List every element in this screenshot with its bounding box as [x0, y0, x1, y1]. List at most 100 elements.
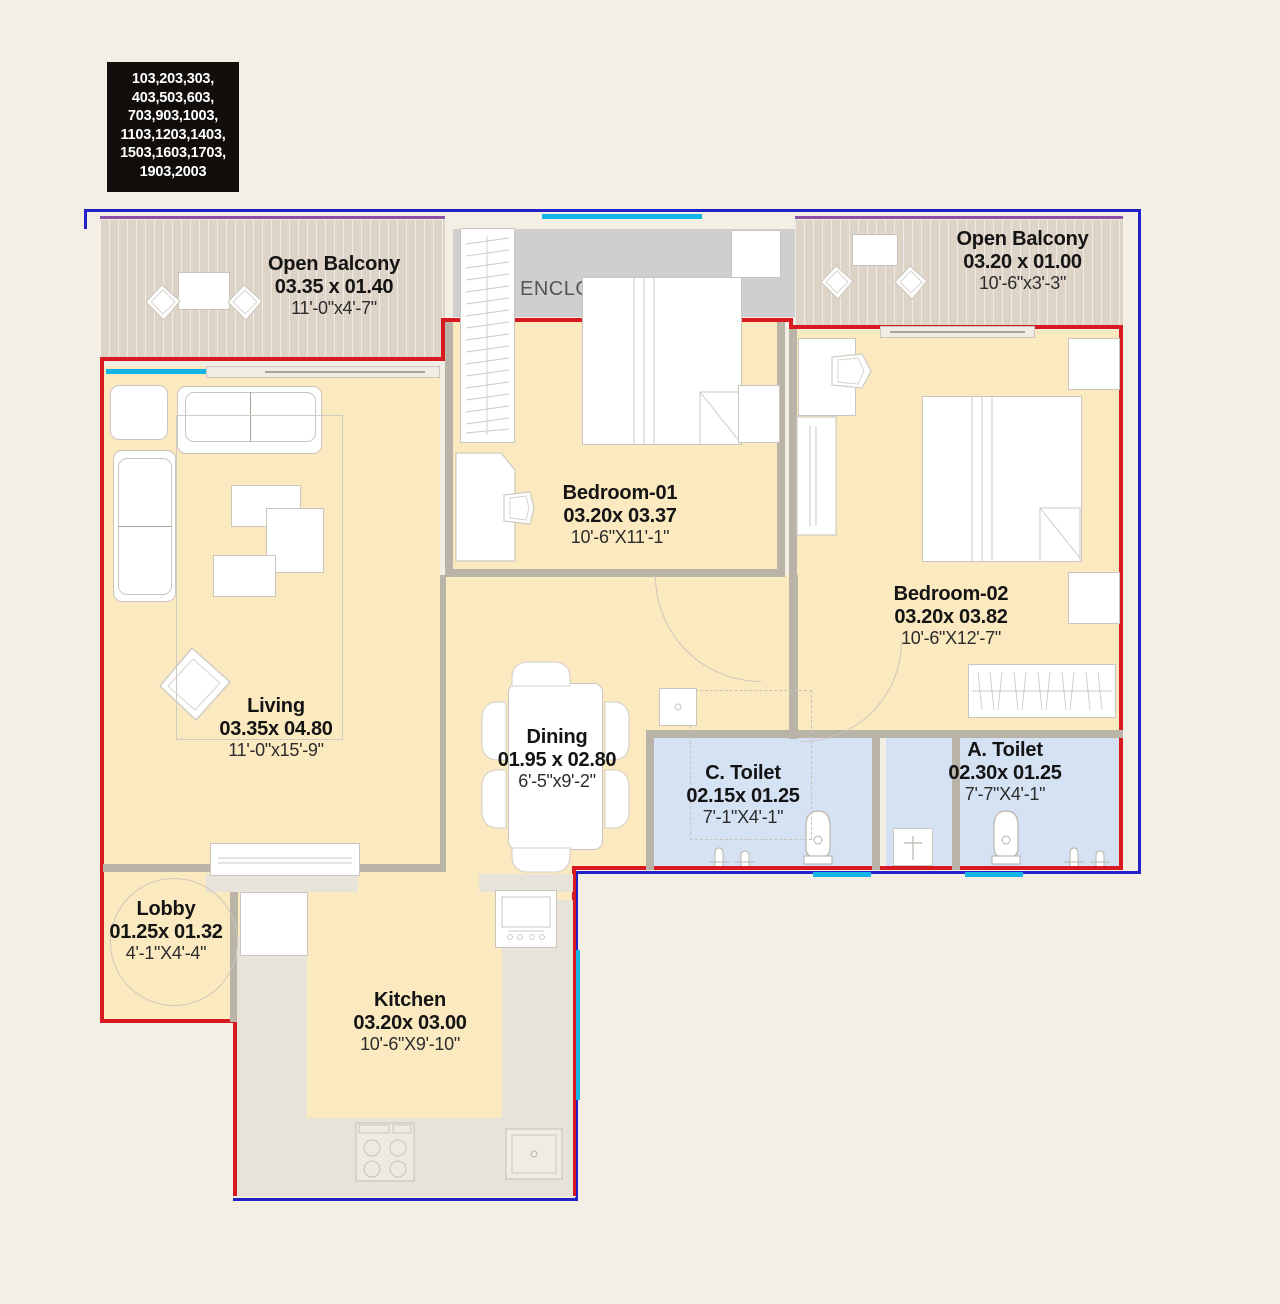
- room-name: A. Toilet: [967, 739, 1043, 761]
- label-dining: Dining 01.95 x 02.80 6'-5"x9'-2": [462, 726, 652, 792]
- room-name: Bedroom-01: [562, 482, 678, 504]
- unit-tag-line: 1503,1603,1703,: [120, 145, 226, 161]
- balcony-chair-right-2: [894, 265, 928, 300]
- room-imperial: 10'-6"X11'-1": [570, 527, 670, 548]
- wall-balcony-right-left: [789, 318, 793, 329]
- bedroom-02-desk-chair: [831, 353, 872, 389]
- kitchen-cooktop: [355, 1122, 415, 1182]
- wall-right-outer: [1119, 325, 1123, 870]
- balcony-chair-left-2: [227, 284, 263, 321]
- enclosure-window: [542, 214, 702, 219]
- bedroom-01-desk-chair: [503, 491, 535, 525]
- partition-bedroom-01-left: [445, 322, 453, 577]
- kitchen-sink: [505, 1128, 563, 1180]
- boundary-line-left-upper: [84, 209, 87, 229]
- label-attached-toilet: A. Toilet 02.30x 01.25 7'-7"X4'-1": [910, 739, 1100, 805]
- balcony-chair-right-1: [820, 265, 854, 300]
- living-coffee-table-3: [213, 555, 276, 597]
- living-sofa-divider: [250, 392, 251, 442]
- living-accent-chair: [159, 646, 231, 722]
- room-imperial: 7'-1"X4'-1": [702, 807, 784, 828]
- room-imperial: 11'-0"x15'-9": [228, 740, 324, 761]
- bedroom-02-bed-detail: [971, 396, 1081, 562]
- room-metric: 03.35x 04.80: [219, 718, 333, 741]
- boundary-line-bottom: [233, 1198, 578, 1201]
- living-side-table: [110, 385, 168, 440]
- balcony-railing-right: [795, 216, 1123, 219]
- unit-tag-line: 1103,1203,1403,: [120, 126, 226, 143]
- lobby-door-swing: [110, 878, 238, 1006]
- passage-niche: [659, 688, 697, 726]
- boundary-line-top: [84, 209, 1141, 212]
- label-bedroom-02: Bedroom-02 03.20x 03.82 10'-6"X12'-7": [855, 583, 1047, 649]
- label-common-toilet: C. Toilet 02.15x 01.25 7'-1"X4'-1": [648, 762, 838, 828]
- kitchen-window-block: [240, 892, 308, 956]
- unit-tag-line: 103,203,303,: [131, 71, 215, 87]
- label-kitchen: Kitchen 03.20x 03.00 10'-6"X9'-10": [314, 989, 506, 1055]
- partition-ctoilet-left: [646, 730, 654, 870]
- room-metric: 01.25x 01.32: [109, 921, 223, 944]
- attached-toilet-floor: [960, 738, 1123, 869]
- partition-bedroom-01-right: [777, 322, 785, 577]
- room-metric: 03.35 x 01.40: [274, 276, 394, 299]
- room-metric: 03.20x 03.37: [563, 505, 677, 528]
- sliding-window-bedroom-02-track: [890, 331, 1025, 333]
- wall-balcony-left-right: [441, 318, 445, 361]
- room-imperial: 10'-6"X9'-10": [360, 1034, 460, 1055]
- bedroom-01-wardrobe: [460, 228, 515, 443]
- open-balcony-left-floor: [100, 220, 445, 360]
- room-name: Kitchen: [374, 989, 446, 1011]
- bedroom-01-side-table: [731, 230, 781, 278]
- bedroom-02-bed: [922, 396, 1082, 562]
- kitchen-fridge-detail: [501, 896, 551, 940]
- unit-tag-line: 1903,2003: [139, 163, 207, 180]
- boundary-line-right: [1138, 209, 1141, 874]
- partition-toilet-top: [646, 730, 880, 738]
- label-living: Living 03.35x 04.80 11'-0"x15'-9": [180, 695, 372, 761]
- balcony-table-right: [852, 234, 898, 266]
- partition-ctoilet-right: [872, 730, 880, 870]
- window-atoilet-bottom: [965, 872, 1023, 877]
- unit-tag-line: 703,903,1003,: [127, 108, 219, 124]
- room-metric: 02.30x 01.25: [948, 762, 1062, 785]
- room-imperial: 6'-5"x9'-2": [518, 771, 596, 792]
- passage-niche-detail: [674, 703, 682, 711]
- room-name: C. Toilet: [705, 762, 781, 784]
- wall-kitchen-right: [572, 866, 576, 1196]
- room-metric: 02.15x 01.25: [686, 785, 800, 808]
- window-living-top: [106, 369, 206, 374]
- bedroom-02-wardrobe-bottom-hatch: [972, 671, 1112, 711]
- kitchen-upper-cabinet-detail: [218, 857, 352, 864]
- room-name: Bedroom-02: [893, 583, 1009, 605]
- partition-atoilet-top: [880, 730, 1123, 738]
- room-name: Lobby: [136, 898, 196, 920]
- window-kitchen-right: [576, 950, 580, 1100]
- room-imperial: 4'-1"X4'-4": [125, 943, 207, 964]
- room-metric: 03.20 x 01.00: [963, 251, 1082, 274]
- room-name: Living: [247, 695, 305, 717]
- attached-toilet-basin: [1064, 847, 1110, 866]
- partition-bedroom-01-bottom: [445, 569, 785, 577]
- wall-toilets-bottom: [576, 866, 1123, 870]
- balcony-chair-left-1: [145, 284, 181, 321]
- sliding-window-living-track: [265, 371, 425, 373]
- window-ctoilet-bottom: [813, 872, 871, 877]
- wall-balcony-left-bottom: [100, 357, 445, 361]
- bedroom-02-wardrobe-left: [796, 416, 837, 536]
- room-imperial: 7'-7"X4'-1": [964, 784, 1046, 805]
- bedroom-01-wardrobe-hatch: [465, 236, 510, 435]
- room-imperial: 10'-6"X12'-7": [901, 628, 1001, 649]
- room-imperial: 10'-6"x3'-3": [978, 273, 1067, 294]
- attached-toilet-wc: [991, 810, 1021, 865]
- kitchen-counter-top-right: [479, 874, 573, 892]
- room-metric: 01.95 x 02.80: [497, 749, 617, 772]
- room-metric: 03.20x 03.00: [353, 1012, 467, 1035]
- unit-tag-line: 403,503,603,: [131, 89, 215, 106]
- room-name: Open Balcony: [956, 228, 1089, 250]
- room-imperial: 11'-0"x4'-7": [291, 298, 377, 319]
- balcony-railing-left: [100, 216, 445, 219]
- partition-bedroom-02-left: [789, 329, 797, 739]
- label-lobby: Lobby 01.25x 01.32 4'-1"X4'-4": [73, 898, 259, 964]
- kitchen-counter-top-left: [206, 874, 358, 892]
